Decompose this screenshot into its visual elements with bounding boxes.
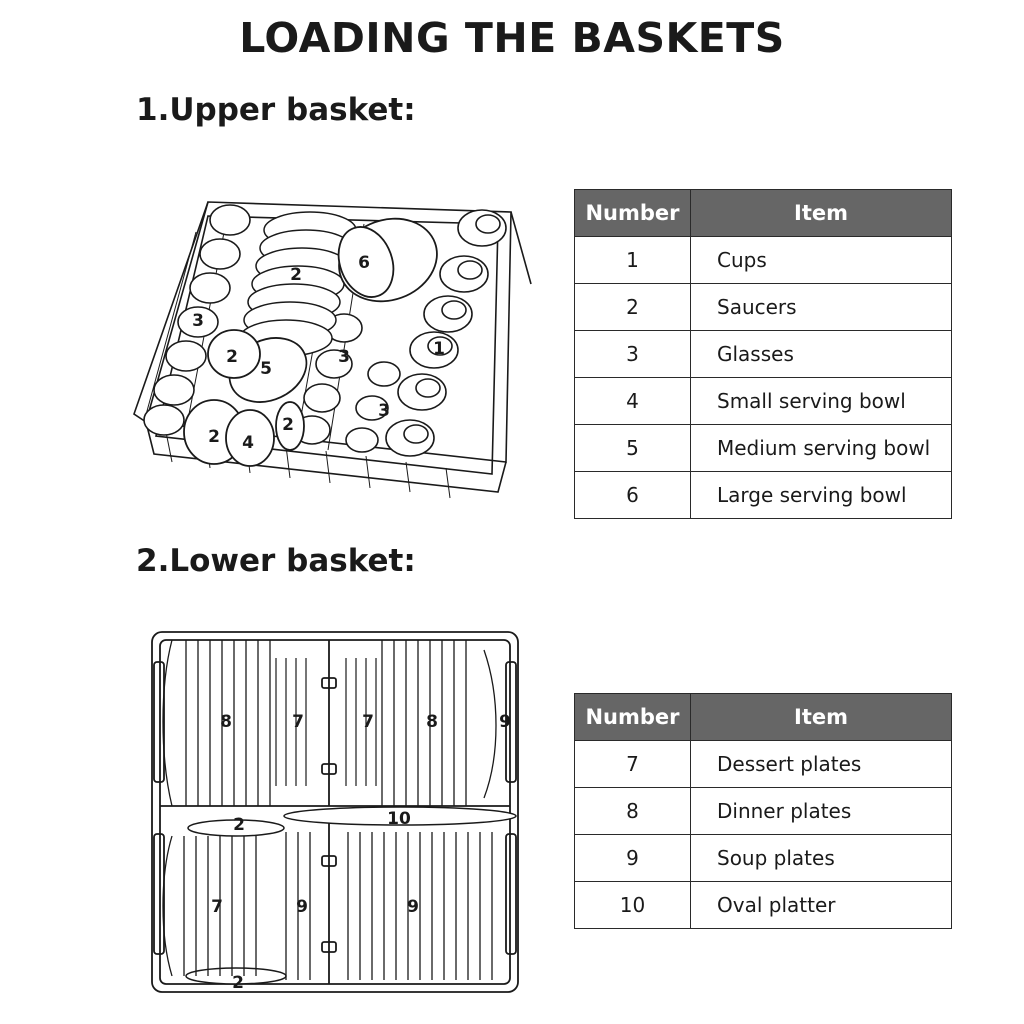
row-number: 2 [574,283,691,331]
callout-lower-7-bottom: 7 [211,897,223,917]
row-number: 4 [574,377,691,425]
callout-upper-5: 5 [260,359,272,379]
callout-lower-7-right: 7 [362,712,374,732]
row-item: Saucers [690,283,952,331]
row-item: Glasses [690,330,952,378]
table-row: 9 Soup plates [574,834,952,882]
column-header-number: Number [574,189,691,237]
row-item: Large serving bowl [690,471,952,519]
upper-basket-title: 1.Upper basket: [136,92,416,128]
row-item: Soup plates [690,834,952,882]
column-header-number: Number [574,693,691,741]
row-number: 9 [574,834,691,882]
callout-upper-2-left: 2 [226,347,238,367]
table-row: 5 Medium serving bowl [574,424,952,472]
callout-upper-2-saucers: 2 [290,265,302,285]
upper-glasses [143,204,401,453]
callout-lower-2-top: 2 [233,815,245,835]
lower-platter-and-saucers [185,806,517,985]
callout-upper-2-mid: 2 [282,415,294,435]
upper-basket-diagram: 1 2 2 2 2 3 3 3 4 5 6 [133,201,532,499]
table-row: 8 Dinner plates [574,787,952,835]
callout-lower-9-upper: 9 [499,712,511,732]
row-number: 10 [574,881,691,929]
column-header-item: Item [690,189,952,237]
row-item: Small serving bowl [690,377,952,425]
row-item: Medium serving bowl [690,424,952,472]
row-item: Dessert plates [690,740,952,788]
upper-bowls [183,217,438,467]
callout-lower-2-bottom: 2 [232,973,244,993]
lower-plates-upper-center [275,658,377,786]
column-header-item: Item [690,693,952,741]
callout-lower-8-right: 8 [426,712,438,732]
callout-upper-3-mid: 3 [338,347,350,367]
callout-lower-9-left: 9 [296,897,308,917]
upper-callouts: 1 2 2 2 2 3 3 3 4 5 6 [192,253,445,453]
callout-upper-2-bottom: 2 [208,427,220,447]
table-row: 1 Cups [574,236,952,284]
row-item: Dinner plates [690,787,952,835]
callout-upper-6: 6 [358,253,370,273]
callout-upper-3-right: 3 [378,401,390,421]
lower-plates-upper-left [162,639,271,807]
table-row: 2 Saucers [574,283,952,331]
lower-plates-upper-right [381,640,497,806]
lower-basket-rack [151,631,519,993]
callout-upper-1: 1 [433,339,445,359]
row-item: Oval platter [690,881,952,929]
row-item: Cups [690,236,952,284]
table-row: 6 Large serving bowl [574,471,952,519]
row-number: 5 [574,424,691,472]
lower-callouts: 8 7 7 8 9 2 10 7 9 9 2 [211,712,511,993]
lower-legend-table: Number Item 7 Dessert plates 8 Dinner pl… [574,693,952,929]
table-row: 7 Dessert plates [574,740,952,788]
lower-basket-diagram: 8 7 7 8 9 2 10 7 9 9 2 [151,631,519,993]
table-header-row: Number Item [574,189,952,237]
callout-lower-8-left: 8 [220,712,232,732]
lower-plates-bottom [162,832,493,980]
table-row: 4 Small serving bowl [574,377,952,425]
table-row: 10 Oval platter [574,881,952,929]
upper-legend-table: Number Item 1 Cups 2 Saucers 3 Glasses 4… [574,189,952,519]
page-title: LOADING THE BASKETS [239,14,785,62]
callout-lower-7-left: 7 [292,712,304,732]
callout-upper-3-left: 3 [192,311,204,331]
callout-lower-9-right: 9 [407,897,419,917]
lower-basket-title: 2.Lower basket: [136,543,416,579]
row-number: 6 [574,471,691,519]
row-number: 3 [574,330,691,378]
row-number: 7 [574,740,691,788]
callout-lower-10: 10 [387,809,411,829]
upper-saucer-stack [239,211,357,357]
upper-cups [385,209,507,457]
callout-upper-4: 4 [242,433,254,453]
row-number: 1 [574,236,691,284]
table-row: 3 Glasses [574,330,952,378]
row-number: 8 [574,787,691,835]
table-header-row: Number Item [574,693,952,741]
